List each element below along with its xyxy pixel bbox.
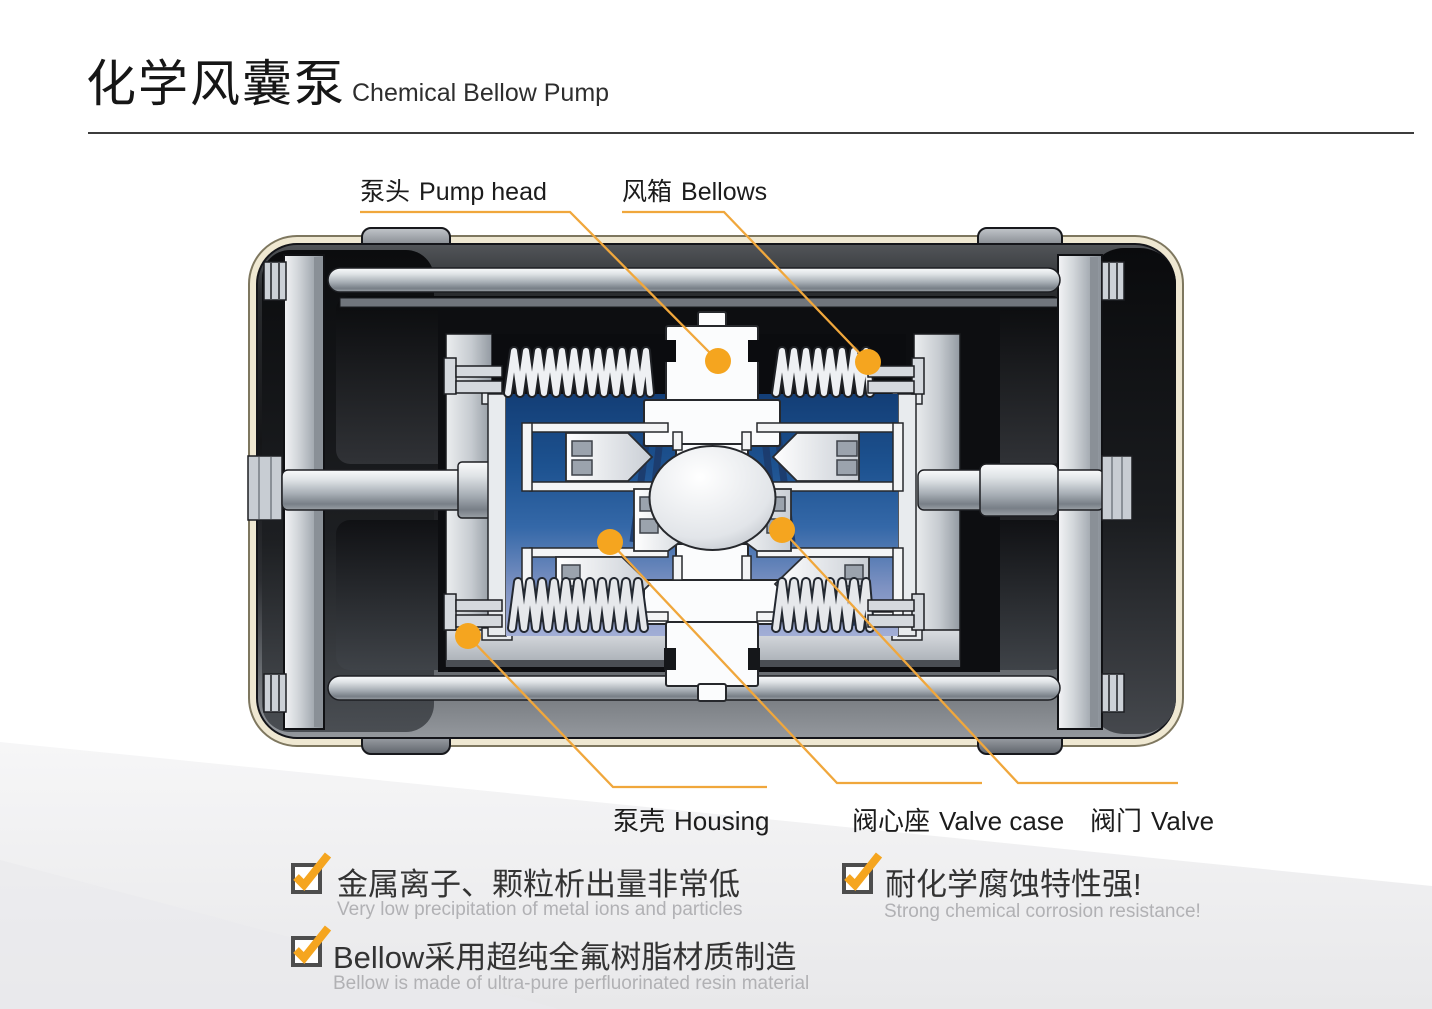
callout-line-valve-case <box>609 541 982 785</box>
label-valve: 阀门 Valve <box>1090 801 1214 838</box>
rod-bolts <box>263 261 1125 713</box>
callout-dot-valve <box>769 517 795 543</box>
background-wedge <box>0 742 1432 1009</box>
feature-1-cn: 金属离子、颗粒析出量非常低 <box>337 867 740 902</box>
page-title-en: Chemical Bellow Pump <box>352 79 610 107</box>
label-pump-head: 泵头 Pump head <box>360 172 547 208</box>
callout-line-housing <box>467 635 767 789</box>
label-valve-case: 阀心座 Valve case <box>852 801 1064 838</box>
bellows-clamps <box>443 357 925 631</box>
callout-lines <box>360 210 1178 789</box>
feature-2-en: Strong chemical corrosion resistance! <box>884 901 1201 922</box>
label-valve-case-cn: 阀心座 <box>852 806 931 836</box>
background-wedge-corner <box>0 860 560 1009</box>
label-bellows-en: Bellows <box>681 178 768 206</box>
check-icon <box>844 852 883 891</box>
callout-line-pump-head <box>360 210 719 362</box>
label-bellows: 风箱 Bellows <box>622 172 767 208</box>
tie-rod-top <box>327 267 1061 293</box>
bellows-top-left <box>503 346 655 398</box>
feature-2-cn: 耐化学腐蚀特性强! <box>885 867 1142 902</box>
manifold-notches <box>664 340 760 670</box>
label-valve-en: Valve <box>1151 806 1215 836</box>
label-valve-cn: 阀门 <box>1090 806 1143 836</box>
check-icon <box>293 852 332 891</box>
feature-1-en: Very low precipitation of metal ions and… <box>337 899 743 920</box>
callout-dot-bellows <box>855 349 881 375</box>
callout-dot-housing <box>455 623 481 649</box>
label-housing-cn: 泵壳 <box>613 806 666 836</box>
feature-3-en: Bellow is made of ultra-pure perfluorina… <box>333 973 810 994</box>
label-pump-head-cn: 泵头 <box>360 178 411 206</box>
label-housing: 泵壳 Housing <box>613 801 769 838</box>
page-title-cn: 化学风囊泵 <box>86 56 346 112</box>
label-bellows-cn: 风箱 <box>622 178 673 206</box>
callout-dots <box>455 348 881 649</box>
check-icon <box>293 925 332 964</box>
callout-line-bellows <box>622 210 869 363</box>
callout-dot-valve-case <box>597 529 623 555</box>
drive-shaft <box>247 455 1133 521</box>
callout-line-valve <box>781 529 1178 785</box>
label-pump-head-en: Pump head <box>419 178 547 206</box>
bellows-bottom-right <box>771 577 875 633</box>
pump-illustration <box>247 227 1184 755</box>
callout-dot-pump-head <box>705 348 731 374</box>
label-valve-case-en: Valve case <box>939 806 1065 836</box>
label-housing-en: Housing <box>674 806 770 836</box>
inner-rail <box>339 297 1063 308</box>
bellows-bottom-left <box>507 577 649 633</box>
valve-dome <box>648 445 777 551</box>
header-divider <box>88 132 1414 134</box>
feature-3-cn: Bellow采用超纯全氟树脂材质制造 <box>333 940 797 975</box>
